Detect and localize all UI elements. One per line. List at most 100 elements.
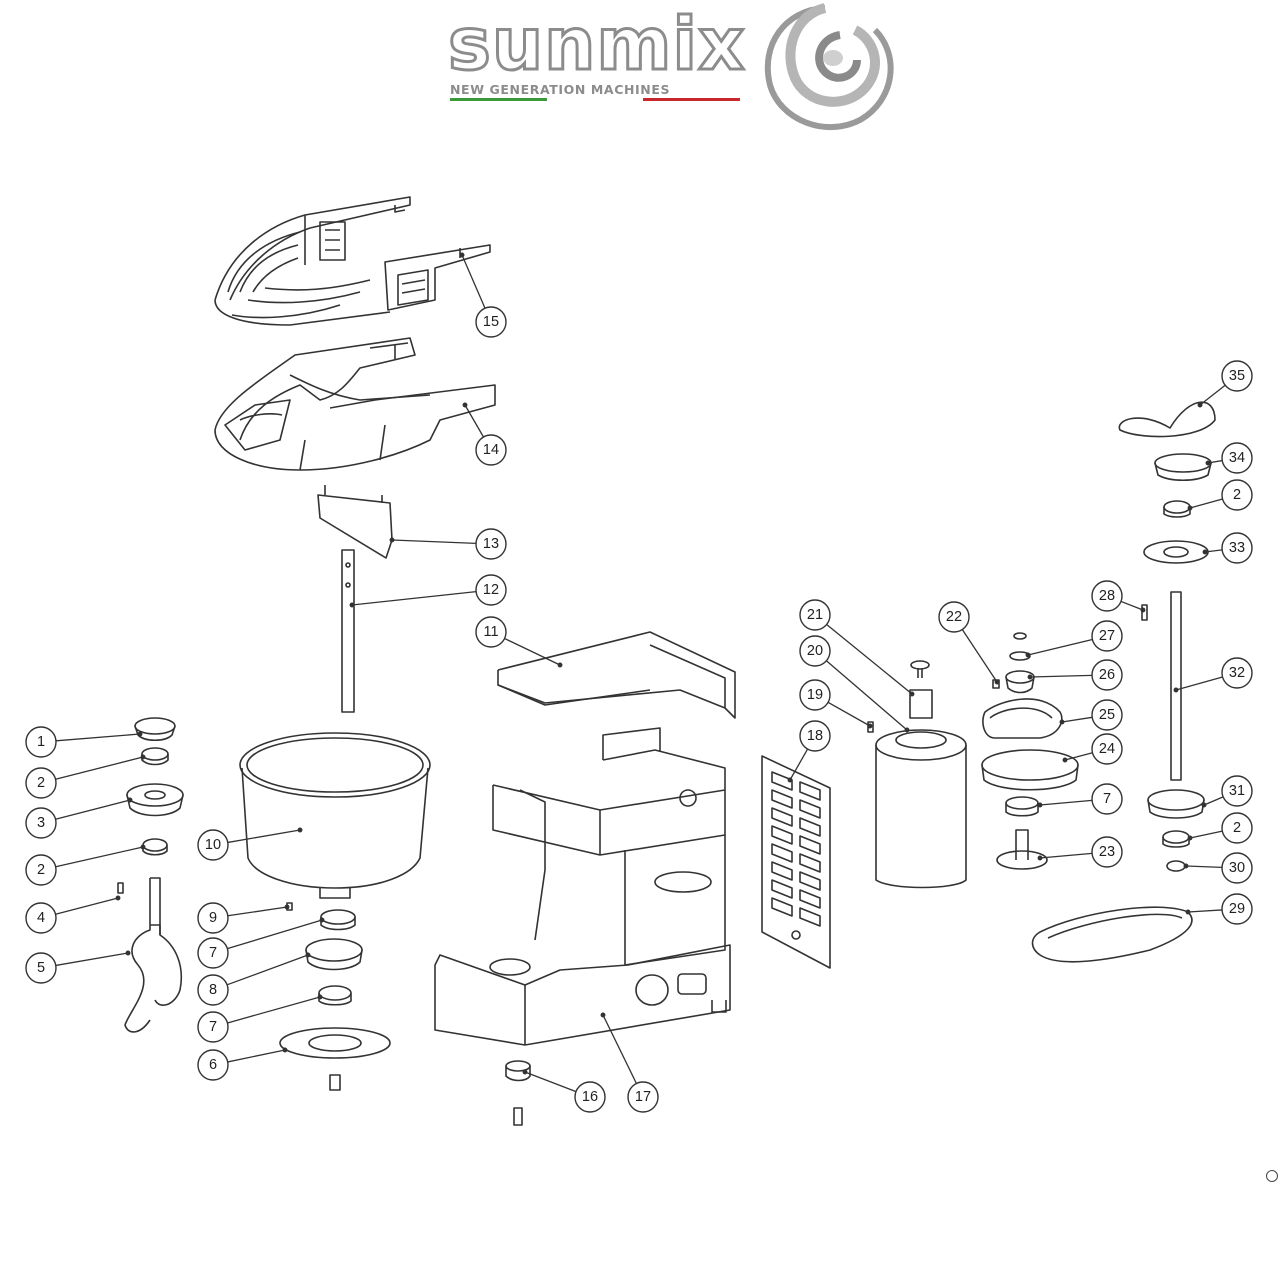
callout-leader-dot: [1059, 719, 1065, 725]
callout-number: 2: [37, 862, 45, 878]
callout-leader-line: [789, 748, 809, 781]
machine-body-part: [434, 727, 731, 1046]
callout-number: 26: [1099, 667, 1115, 683]
callout-leader-line: [1061, 716, 1093, 723]
callout-number: 25: [1099, 707, 1115, 723]
callout-number: 27: [1099, 628, 1115, 644]
callout-leader-line: [227, 1049, 286, 1063]
callout-leader-line: [827, 701, 871, 727]
part-callout: 2: [25, 854, 57, 886]
callout-number: 19: [807, 687, 823, 703]
callout-leader-dot: [1173, 687, 1179, 693]
callout-leader-line: [1039, 799, 1093, 806]
callout-leader-line: [1189, 830, 1223, 839]
callout-leader-dot: [1197, 402, 1203, 408]
part-callout: 19: [799, 679, 831, 711]
callout-circle: [25, 854, 57, 886]
callout-leader-line: [464, 404, 485, 438]
callout-leader-dot: [1140, 607, 1146, 613]
callout-number: 24: [1099, 741, 1115, 757]
callout-leader-dot: [1187, 505, 1193, 511]
part-callout: 2: [25, 767, 57, 799]
callout-leader-dot: [127, 797, 133, 803]
logo-wordmark: sunmix: [447, 2, 747, 86]
callout-leader-line: [961, 629, 998, 683]
callout-number: 7: [209, 945, 217, 961]
callout-circle: [1221, 657, 1253, 689]
callout-leader-dot: [867, 723, 873, 729]
vent-panel-part: [761, 755, 831, 969]
callout-number: 16: [582, 1089, 598, 1105]
callout-leader-dot: [1062, 757, 1068, 763]
callout-number: 1: [37, 734, 45, 750]
callout-number: 28: [1099, 588, 1115, 604]
callout-leader-line: [826, 623, 913, 695]
callout-leader-line: [461, 254, 486, 309]
dough-hook-part: [124, 877, 183, 1033]
callout-circle: [799, 679, 831, 711]
callout-number: 30: [1229, 860, 1245, 876]
callout-circle: [799, 720, 831, 752]
pulley-stack-parts: [981, 632, 1079, 870]
part-callout: 33: [1221, 532, 1253, 564]
bowl-guard-grid-part: [214, 196, 491, 326]
callout-circle: [1091, 659, 1123, 691]
sunmix-logo: sunmix NEW GENERATION MACHINES: [440, 0, 910, 140]
part-callout: 14: [475, 434, 507, 466]
part-callout: 26: [1091, 659, 1123, 691]
callout-leader-dot: [349, 602, 355, 608]
callout-circle: [197, 974, 229, 1006]
part-callout: 34: [1221, 442, 1253, 474]
callout-leader-line: [1199, 384, 1226, 406]
callout-circle: [25, 726, 57, 758]
callout-leader-dot: [115, 895, 121, 901]
small-left-parts: [117, 717, 184, 894]
part-callout: 2: [1221, 812, 1253, 844]
callout-number: 22: [946, 609, 962, 625]
callout-number: 32: [1229, 665, 1245, 681]
callout-circle: [475, 616, 507, 648]
callout-leader-dot: [317, 994, 323, 1000]
callout-leader-dot: [557, 662, 563, 668]
callout-leader-line: [227, 996, 321, 1024]
top-cover-plate-part: [497, 631, 736, 719]
callout-leader-dot: [140, 844, 146, 850]
callout-number: 13: [483, 536, 499, 552]
vertical-bar-part: [341, 549, 355, 713]
callout-leader-line: [55, 897, 119, 915]
callout-number: 2: [37, 775, 45, 791]
callout-circle: [1091, 699, 1123, 731]
part-callout: 7: [197, 1011, 229, 1043]
part-callout: 3: [25, 807, 57, 839]
callout-circle: [574, 1081, 606, 1113]
callout-leader-dot: [787, 777, 793, 783]
part-callout: 11: [475, 616, 507, 648]
callout-circle: [1221, 532, 1253, 564]
part-callout: 20: [799, 635, 831, 667]
callout-leader-dot: [125, 950, 131, 956]
right-shaft-parts: [1031, 401, 1216, 963]
callout-leader-line: [1039, 852, 1093, 859]
callout-leader-line: [1027, 638, 1093, 656]
part-callout: 7: [197, 937, 229, 969]
callout-number: 9: [209, 910, 217, 926]
callout-leader-line: [391, 539, 477, 545]
callout-circle: [799, 599, 831, 631]
part-callout: 18: [799, 720, 831, 752]
part-callout: 28: [1091, 580, 1123, 612]
callout-leader-line: [227, 906, 288, 917]
part-callout: 17: [627, 1081, 659, 1113]
part-callout: 24: [1091, 733, 1123, 765]
callout-number: 8: [209, 982, 217, 998]
callout-leader-dot: [1037, 855, 1043, 861]
callout-circle: [1091, 733, 1123, 765]
splash-plate-part: [317, 485, 393, 559]
callout-number: 21: [807, 607, 823, 623]
part-callout: 31: [1221, 775, 1253, 807]
callout-circle: [475, 306, 507, 338]
callout-leader-line: [1204, 549, 1223, 553]
part-callout: 12: [475, 574, 507, 606]
motor-part: [867, 660, 967, 889]
callout-number: 33: [1229, 540, 1245, 556]
part-callout: 9: [197, 902, 229, 934]
